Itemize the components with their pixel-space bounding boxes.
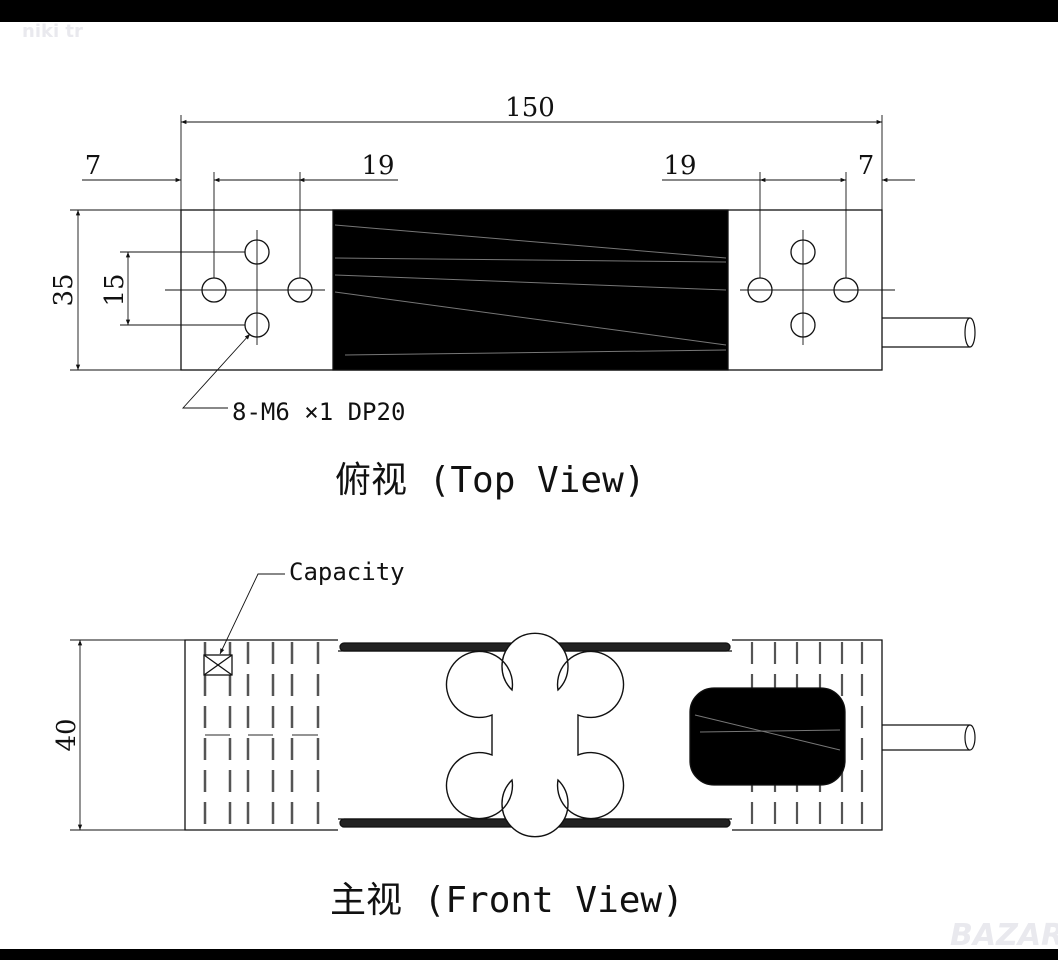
gauge-cover: [689, 687, 846, 786]
dim-overall-length: 150: [505, 93, 555, 123]
top-black-bar: [0, 0, 1058, 22]
capacity-label: Capacity: [289, 558, 405, 586]
dim-height: 40: [52, 718, 82, 751]
center-lines: [165, 230, 895, 345]
dim-left-edge: 7: [85, 151, 102, 181]
dim-hole-spacing: 15: [100, 273, 130, 306]
dim-width: 35: [49, 273, 79, 306]
strain-gauge-cover: [332, 209, 729, 371]
front-view-title: 主视 (Front View): [330, 880, 684, 921]
hole-note: 8-M6 ×1 DP20: [232, 398, 405, 426]
bottom-black-bar: [0, 949, 1058, 960]
watermark-top: niki tr: [22, 21, 83, 42]
top-view-title: 俯视 (Top View): [335, 460, 645, 501]
dimension-lines: [70, 115, 915, 409]
flex-hole-shape: [445, 632, 625, 838]
dim-right-spacing: 19: [663, 151, 696, 181]
cable: [882, 317, 976, 348]
dim-right-edge: 7: [858, 151, 875, 181]
watermark-bazar: BAZAR: [950, 918, 1058, 953]
front-view: [70, 573, 976, 838]
cable: [882, 724, 976, 751]
dim-left-spacing: 19: [361, 151, 394, 181]
dimension-lines: [70, 573, 285, 831]
cover-texture: [334, 224, 727, 356]
top-view: [70, 115, 976, 409]
